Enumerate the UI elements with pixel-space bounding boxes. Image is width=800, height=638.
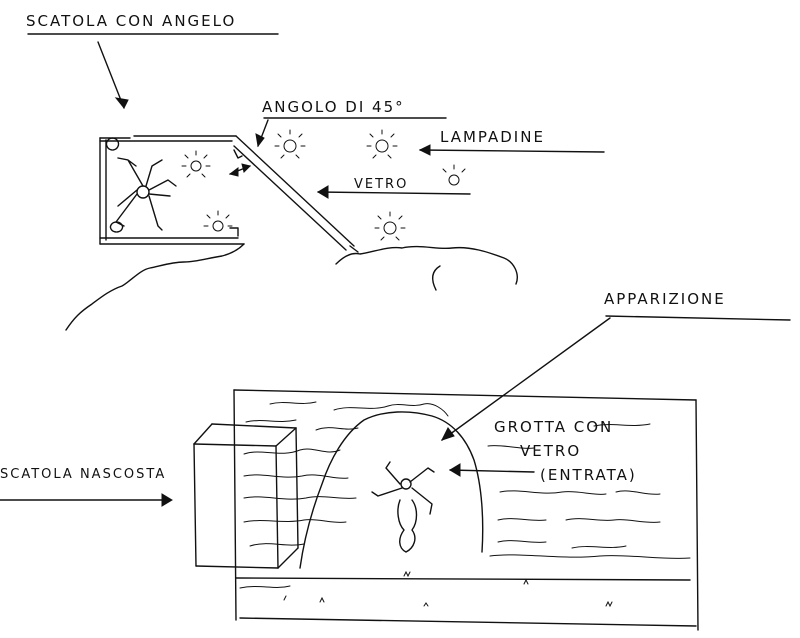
bulb-icon xyxy=(442,164,466,186)
label-lamps: LAMPADINE xyxy=(440,128,545,146)
underline-apparition xyxy=(605,315,791,321)
arrow-lamps-line xyxy=(419,149,605,153)
grass-tufts xyxy=(283,570,613,608)
label-apparition: APPARIZIONE xyxy=(604,290,726,308)
label-glass: VETRO xyxy=(354,177,408,192)
arrowhead-lamps xyxy=(418,144,431,156)
ground-line-right xyxy=(335,245,518,285)
apparition-figure xyxy=(371,461,435,553)
grotto-outline xyxy=(299,411,484,569)
bulb-icon xyxy=(274,129,306,159)
label-grotto-1: GROTTA CON xyxy=(494,418,613,436)
arrowhead-hidden-box xyxy=(161,493,173,507)
label-box-with-angel: SCATOLA CON ANGELO xyxy=(26,12,236,30)
label-grotto-2: VETRO xyxy=(520,442,581,460)
bulb-icon xyxy=(374,211,406,241)
arrowhead-glass xyxy=(317,185,329,199)
stage-frame xyxy=(233,389,699,631)
bulb-icon xyxy=(181,150,211,178)
bulb-icon xyxy=(203,210,239,237)
rock-detail xyxy=(432,265,441,291)
arrowhead-grotto xyxy=(449,463,461,477)
label-grotto-3: (ENTRATA) xyxy=(540,466,637,484)
arrow-grotto-line xyxy=(449,469,535,473)
glass-pane xyxy=(233,135,359,253)
ground-line-left xyxy=(65,243,245,331)
texture-scribbles xyxy=(239,401,691,589)
label-angle-45: ANGOLO DI 45° xyxy=(262,98,405,116)
arrowhead-apparition xyxy=(441,427,455,441)
arrowhead-angle xyxy=(255,133,265,148)
angel-figure xyxy=(105,137,177,233)
hidden-box xyxy=(193,423,299,569)
label-hidden-box: SCATOLA NASCOSTA xyxy=(0,467,166,482)
double-arrow xyxy=(228,163,251,177)
arrow-apparition xyxy=(441,317,611,441)
corner-mark xyxy=(233,149,243,159)
arrow-glass-line xyxy=(317,191,471,195)
bulb-icon xyxy=(366,129,398,159)
arrow-to-box xyxy=(97,41,125,109)
arrowhead-to-box xyxy=(114,97,129,109)
angel-box xyxy=(99,135,245,245)
